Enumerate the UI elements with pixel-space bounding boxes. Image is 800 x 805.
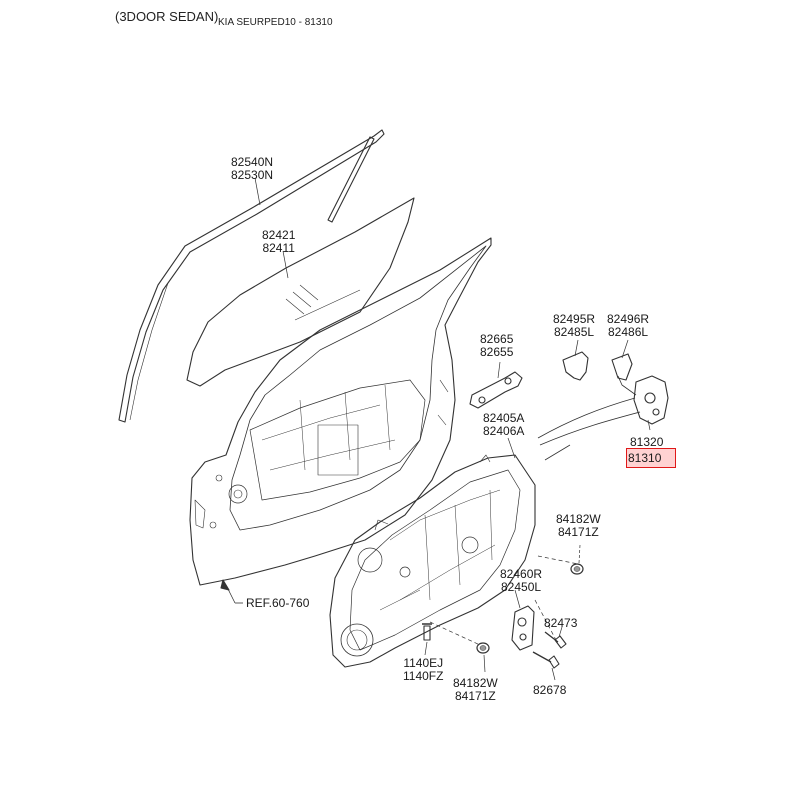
part-number: 82485L bbox=[554, 325, 595, 339]
screw-right bbox=[544, 631, 567, 649]
highlight-box bbox=[626, 448, 676, 468]
label-latch-upper: 81320 bbox=[630, 436, 663, 449]
part-number: 82421 bbox=[262, 228, 296, 242]
screw-bottom bbox=[532, 651, 560, 669]
label-plug-upper: 84182W 84171Z bbox=[556, 513, 601, 539]
leader-lines bbox=[254, 177, 651, 681]
part-number: 84171Z bbox=[558, 525, 599, 539]
bolt-lower bbox=[422, 623, 432, 641]
release-cable bbox=[537, 397, 641, 461]
label-latch-highlighted: 81310 bbox=[628, 451, 662, 465]
header-title: KIA SEURPED10 - 81310 bbox=[218, 17, 333, 28]
part-number: 82406A bbox=[483, 424, 525, 438]
label-cable: 82405A 82406A bbox=[483, 412, 524, 438]
part-number: 82495R bbox=[553, 312, 596, 326]
label-outside-handle: 82665 82655 bbox=[480, 333, 513, 359]
handle-bracket-right bbox=[611, 353, 633, 381]
door-shell bbox=[189, 237, 492, 586]
part-number: 84171Z bbox=[455, 689, 496, 703]
part-number: 1140FZ bbox=[403, 669, 444, 683]
label-run-channel: 82540N 82530N bbox=[231, 156, 273, 182]
door-latch bbox=[617, 375, 669, 425]
part-number: 84182W bbox=[556, 512, 601, 526]
part-number: 82411 bbox=[262, 241, 295, 255]
part-number: 82496R bbox=[607, 312, 650, 326]
part-number: 82460R bbox=[500, 567, 543, 581]
label-glass: 82421 82411 bbox=[262, 229, 295, 255]
part-number: 82540N bbox=[231, 155, 274, 169]
part-number: 84182W bbox=[453, 676, 498, 690]
plug-lower bbox=[476, 642, 490, 654]
part-number: 82678 bbox=[533, 683, 567, 697]
label-bracket-left: 82495R 82485L bbox=[553, 313, 595, 339]
label-screw-right: 82473 bbox=[544, 617, 577, 630]
door-module-panel bbox=[329, 454, 536, 668]
part-number: 82405A bbox=[483, 411, 525, 425]
plug-upper bbox=[570, 563, 584, 575]
part-number: 81320 bbox=[630, 435, 664, 449]
part-number: 82473 bbox=[544, 616, 578, 630]
label-bolt-lower: 1140EJ 1140FZ bbox=[403, 657, 443, 683]
part-number: 82450L bbox=[501, 580, 542, 594]
part-number: 82665 bbox=[480, 332, 514, 346]
label-regulator: 82460R 82450L bbox=[500, 568, 542, 594]
label-screw-bottom: 82678 bbox=[533, 684, 566, 697]
outside-handle bbox=[469, 371, 523, 409]
run-channel-strip bbox=[118, 129, 385, 423]
ref-pointer bbox=[220, 579, 243, 604]
regulator-motor bbox=[511, 605, 535, 651]
part-number: 82530N bbox=[231, 168, 274, 182]
part-number: 82655 bbox=[480, 345, 514, 359]
ref-label: REF.60-760 bbox=[246, 596, 310, 610]
label-plug-lower: 84182W 84171Z bbox=[453, 677, 498, 703]
part-number: 1140EJ bbox=[403, 656, 444, 670]
label-bracket-right: 82496R 82486L bbox=[607, 313, 649, 339]
handle-bracket-left bbox=[562, 351, 589, 381]
header-subtitle: (3DOOR SEDAN) bbox=[115, 9, 219, 24]
door-glass bbox=[186, 197, 415, 387]
part-number: 82486L bbox=[608, 325, 649, 339]
